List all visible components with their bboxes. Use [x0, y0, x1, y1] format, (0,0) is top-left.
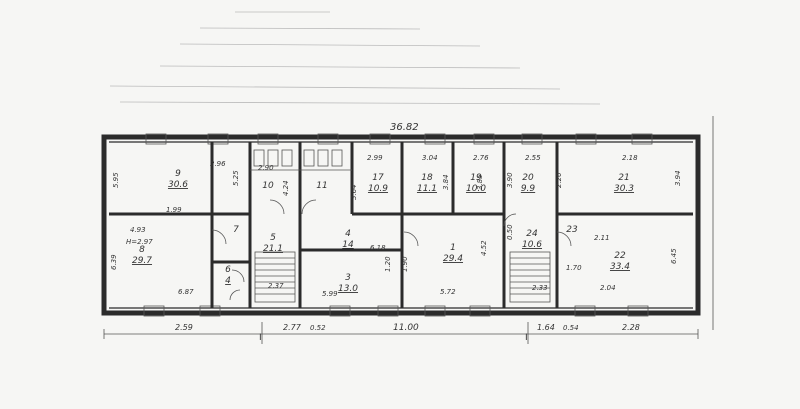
bottom-dim-4: 11.00: [393, 323, 419, 333]
dim-d-20-top: 2.55: [525, 154, 541, 162]
staircase-right: [509, 251, 551, 303]
dim-d-3-left: 5.99: [322, 290, 338, 298]
dim-d-8-left: 6.39: [110, 254, 118, 270]
room-number-6: 6: [225, 265, 231, 275]
room-area-3: 13.0: [338, 284, 358, 294]
staircase-left: [254, 251, 296, 303]
dim-d-17-top: 2.99: [367, 154, 383, 162]
dim-d-8-h: H=2.97: [126, 238, 153, 246]
room-area-4: 14: [342, 240, 354, 250]
dim-d-9-right: 5.25: [232, 170, 240, 186]
wc-cubicles: [250, 149, 352, 171]
room-number-10: 10: [262, 181, 274, 191]
room-area-19: 10.0: [466, 184, 486, 194]
room-area-9: 30.6: [168, 180, 188, 190]
room-number-20: 20: [522, 173, 534, 183]
dim-d-17-left: 3.64: [350, 184, 358, 200]
dim-d-12: 2.90: [258, 164, 274, 172]
room-area-24: 10.6: [522, 240, 542, 250]
room-number-9: 9: [175, 169, 181, 179]
top-windows: [145, 133, 653, 145]
room-area-5: 21.1: [263, 244, 283, 254]
dim-d-9-top: 2.96: [210, 160, 226, 168]
interior-walls: [109, 142, 693, 308]
room-number-18: 18: [421, 173, 433, 183]
bottom-dim-6: 0.54: [563, 324, 579, 332]
dim-d-5-bot: 2.37: [268, 282, 284, 290]
bottom-dim-line: [103, 322, 699, 344]
dim-d-8-side: 4.93: [130, 226, 146, 234]
dim-d-1-bot: 5.72: [440, 288, 456, 296]
dim-d-21-right: 3.94: [674, 170, 682, 186]
dim-d-21-top: 2.18: [622, 154, 638, 162]
room-number-5: 5: [270, 233, 276, 243]
dim-d-8-bot: 6.87: [178, 288, 194, 296]
overall-width-label: 36.82: [390, 122, 419, 133]
room-number-23: 23: [566, 225, 578, 235]
room-area-17: 10.9: [368, 184, 388, 194]
dim-d-24-h: 0.50: [506, 224, 514, 240]
outer-wall: [101, 134, 701, 316]
dim-d-3-right: 1.20: [384, 256, 392, 272]
bottom-dim-2: 2.77: [283, 323, 302, 332]
bottom-dim-5: 1.64: [537, 323, 555, 332]
dim-d-1-mid: 4.52: [480, 240, 488, 256]
dimension-labels: 2.96 5.95 5.25 1.99 2.90 4.24 2.99 3.64 3.04 3.84…: [110, 154, 682, 298]
header-scribbles: [109, 11, 601, 105]
dim-d-10-h: 4.24: [282, 180, 290, 196]
dim-d-9-left: 5.95: [112, 172, 120, 188]
dim-d-22-right: 6.45: [670, 248, 678, 264]
room-number-3: 3: [345, 273, 351, 283]
room-number-19: 19: [470, 173, 482, 183]
dim-d-18-right: 3.84: [442, 174, 450, 190]
room-number-11: 11: [316, 181, 327, 191]
dim-d-1-left: 1.90: [401, 256, 409, 272]
dim-d-18-top: 3.04: [422, 154, 438, 162]
dim-d-4-bot: 6.18: [370, 244, 386, 252]
room-area-6: 4: [225, 276, 231, 286]
room-number-17: 17: [372, 173, 384, 183]
room-number-21: 21: [618, 173, 629, 183]
dim-d-19-right: 3.85: [476, 174, 484, 190]
room-area-22: 33.4: [610, 262, 630, 272]
room-area-18: 11.1: [417, 184, 437, 194]
room-number-7: 7: [233, 225, 239, 235]
section-mark-right: I: [525, 333, 528, 343]
door-swings: [211, 199, 572, 301]
room-number-1: 1: [450, 243, 456, 253]
room-number-8: 8: [139, 245, 145, 255]
dim-d-24-bot: 2.33: [532, 284, 548, 292]
dim-d-19-top: 2.76: [473, 154, 489, 162]
bottom-dim-1: 2.59: [175, 323, 193, 332]
room-number-4: 4: [345, 229, 351, 239]
room-area-20: 9.9: [521, 184, 536, 194]
dim-d-22-bot: 2.04: [600, 284, 616, 292]
bottom-windows: [143, 305, 649, 317]
dim-d-21-left: 2.20: [555, 172, 563, 188]
dim-d-22-left: 1.70: [566, 264, 582, 272]
room-area-21: 30.3: [614, 184, 634, 194]
room-number-24: 24: [526, 229, 538, 239]
dim-d-20-left: 3.90: [506, 172, 514, 188]
dim-d-9-bot: 1.99: [166, 206, 182, 214]
bottom-dim-3: 0.52: [310, 324, 326, 332]
bottom-dim-7: 2.28: [622, 323, 640, 332]
section-mark-left: I: [259, 333, 262, 343]
room-number-22: 22: [614, 251, 626, 261]
dim-d-23: 2.11: [594, 234, 610, 242]
room-area-8: 29.7: [132, 256, 152, 266]
room-area-1: 29.4: [443, 254, 463, 264]
